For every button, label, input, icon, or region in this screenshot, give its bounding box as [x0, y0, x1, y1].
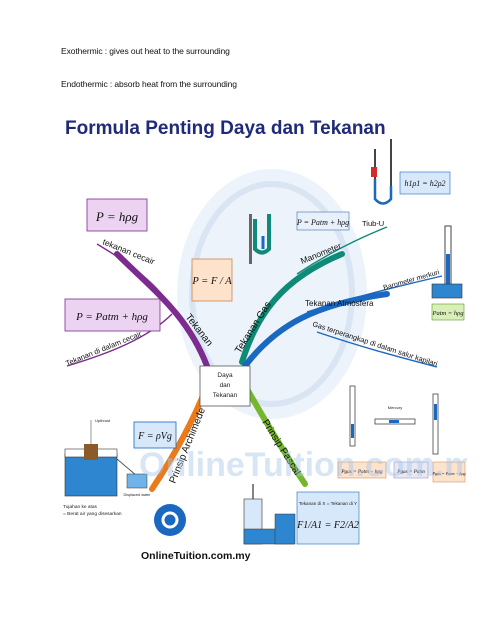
- exothermic-definition: Exothermic : gives out heat to the surro…: [61, 46, 230, 56]
- formula-p-f-a: P = F / A: [191, 276, 232, 287]
- center-line-1: Daya: [217, 372, 233, 379]
- endothermic-definition: Endothermic : absorb heat from the surro…: [61, 79, 237, 89]
- formula-gas-2: Pgas = Patm: [396, 469, 425, 475]
- pascal-text: Tekanan di X = Tekanan di Y: [299, 501, 357, 506]
- pascal-diagram: Tekanan di X = Tekanan di Y F1/A1 = F2/A…: [243, 484, 360, 545]
- formula-gas-1: Pgas = Patm − hρg: [340, 469, 383, 475]
- archimedes-diagram: Upthrust Displaced water Tujahan ke atas…: [63, 418, 151, 517]
- displaced-label: Displaced water: [123, 493, 151, 497]
- formula-pascal: F1/A1 = F2/A2: [296, 520, 359, 531]
- watermark: OnlineTuition.com.my: [139, 446, 467, 484]
- manometer-diagram: P = Patm + hρg: [249, 211, 350, 264]
- center-line-2: dan: [220, 382, 231, 389]
- formula-manometer: P = Patm + hρg: [296, 218, 349, 227]
- mindmap-title: Formula Penting Daya dan Tekanan: [65, 118, 386, 139]
- formula-tiub-u: h1ρ1 = h2ρ2: [404, 179, 445, 188]
- capillary-diagrams: Mercury Pgas = Patm − hρg Pgas = Patm Pg…: [337, 385, 466, 483]
- berat-label: = Berat air yang disesarkan: [63, 511, 122, 517]
- center-line-3: Tekanan: [213, 392, 238, 399]
- barometer-diagram: Patm = hρg: [432, 225, 465, 321]
- tujahan-label: Tujahan ke atas: [63, 504, 98, 510]
- mind-map-image: Formula Penting Daya dan Tekanan Daya da…: [63, 118, 467, 562]
- sub-tiub-u: Tiub-U: [362, 219, 384, 228]
- formula-barometer: Patm = hρg: [432, 310, 465, 317]
- upthrust-label: Upthrust: [95, 418, 111, 423]
- formula-p-hpg: P = hρg: [95, 209, 139, 224]
- mercury-label: Mercury: [388, 405, 402, 410]
- formula-f-pvg: F = ρVg: [137, 431, 172, 442]
- sub-tekanan-dalam-cecair: Tekanan di dalam cecair: [64, 329, 143, 368]
- u-tube-diagram: h1ρ1 = h2ρ2: [371, 139, 451, 205]
- formula-gas-3: Pgas = Patm − hρg: [431, 471, 465, 476]
- sub-tekanan-atmosfera: Tekanan Atmosfera: [305, 299, 374, 308]
- formula-p-atm: P = Patm + hρg: [75, 311, 148, 323]
- site-name: OnlineTuition.com.my: [141, 550, 251, 562]
